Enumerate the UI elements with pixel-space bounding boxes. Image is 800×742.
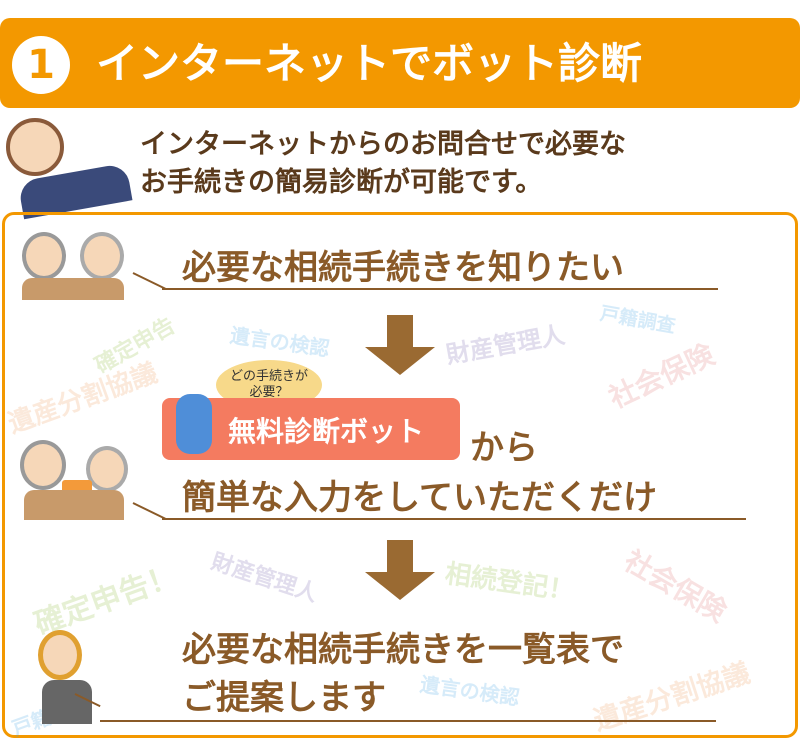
underline — [162, 288, 718, 290]
arrow-down-icon — [365, 540, 435, 600]
bubble-text-1: どの手続きが — [229, 369, 308, 384]
elderly-couple-body — [22, 278, 124, 300]
senior-man-illustration — [20, 440, 66, 490]
senior-woman-illustration — [86, 446, 128, 492]
senior-couple-body — [24, 490, 124, 520]
section-header: 1 インターネットでボット診断 — [0, 18, 800, 108]
content-box — [2, 212, 798, 738]
man-pointing-illustration — [6, 118, 64, 176]
underline — [100, 720, 716, 722]
intro-line-1: インターネットからのお問合せで必要な — [140, 129, 626, 160]
robot-icon — [176, 394, 212, 454]
kara-text: から — [470, 428, 538, 468]
step3-heading-line1: 必要な相続手続きを一覧表で — [182, 630, 624, 670]
step1-heading: 必要な相続手続きを知りたい — [182, 248, 624, 288]
bot-button-label: 無料診断ボット — [228, 415, 425, 448]
elderly-man-illustration — [80, 232, 124, 280]
bubble-text-2: 必要？ — [249, 385, 289, 400]
underline — [162, 518, 746, 520]
intro-line-2: お手続きの簡易診断が可能です。 — [140, 167, 543, 198]
section-title: インターネットでボット診断 — [96, 39, 643, 88]
step-number-badge: 1 — [12, 36, 70, 94]
elderly-woman-illustration — [22, 232, 66, 280]
step3-heading-line2: ご提案します — [182, 678, 386, 718]
woman-pointing-illustration — [38, 630, 82, 680]
step2-heading: 簡単な入力をしていただくだけ — [182, 478, 657, 518]
woman-suit-illustration — [42, 680, 92, 724]
arrow-down-icon — [365, 315, 435, 375]
